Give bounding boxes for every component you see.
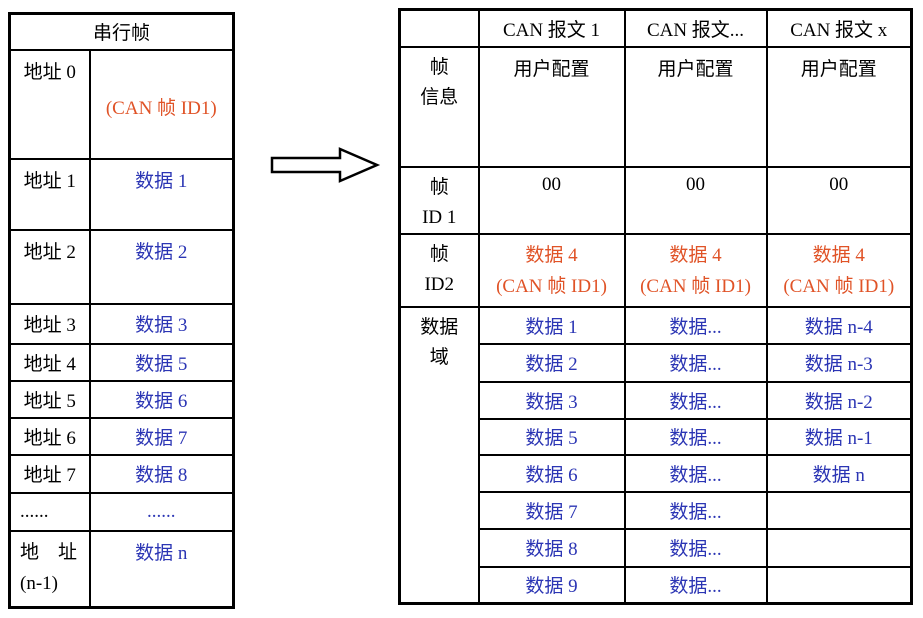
data-cell: 数据...: [623, 305, 768, 345]
frame-id2-line1: 帧: [429, 243, 449, 265]
frame-id1-value: 00: [765, 165, 913, 235]
data-cell: 数据 1: [88, 157, 235, 231]
data-cell: 数据 8: [477, 527, 626, 568]
address-cell: 地址 6: [8, 416, 91, 456]
data-cell: 数据 7: [88, 416, 235, 456]
data-cell: 数据...: [623, 453, 768, 493]
address-cell: 地址 0: [8, 48, 91, 160]
can-message-table: CAN 报文 1 CAN 报文... CAN 报文 x 帧 信息 用户配置 用户…: [398, 8, 913, 605]
ellipsis-cell: ......: [8, 491, 91, 532]
data-field-line2: 域: [429, 346, 449, 368]
data-cell: 数据...: [623, 417, 768, 456]
data-cell: 数据 n-3: [765, 342, 913, 383]
ellipsis-cell: ......: [88, 491, 235, 532]
data-cell: 数据...: [623, 490, 768, 530]
data-cell: 数据 8: [88, 453, 235, 494]
column-header: CAN 报文 1: [477, 8, 626, 48]
data-cell: 数据 n-4: [765, 305, 913, 345]
data-cell: 数据 6: [88, 379, 235, 419]
right-block-arrow-icon: [270, 147, 381, 183]
data-cell: 数据 n: [88, 529, 235, 609]
address-cell: 地址 7: [8, 453, 91, 494]
data-cell: 数据 5: [477, 417, 626, 456]
frame-id1-value: 00: [623, 165, 768, 235]
data-cell: 数据 7: [477, 490, 626, 530]
frame-info-line1: 帧: [429, 56, 449, 78]
data-cell: 数据 6: [477, 453, 626, 493]
frame-info-header: 帧 信息: [398, 45, 480, 168]
user-config-cell: 用户配置: [623, 45, 768, 168]
address-cell: 地址 2: [8, 228, 91, 305]
data-cell: 数据...: [623, 527, 768, 568]
frame-id2-value: 数据 4 (CAN 帧 ID1): [477, 232, 626, 308]
data-cell: 数据 3: [477, 380, 626, 420]
address-cell: 地址 3: [8, 302, 91, 345]
frame-id1-line1: 帧: [429, 176, 449, 198]
data-cell: 数据...: [623, 342, 768, 383]
data-cell: 数据 2: [88, 228, 235, 305]
user-config-cell: 用户配置: [477, 45, 626, 168]
serial-frame-title: 串行帧: [8, 12, 235, 51]
data-cell: 数据 9: [477, 565, 626, 605]
data-cell: [765, 490, 913, 530]
corner-cell: [398, 8, 480, 48]
address-cell: 地址 1: [8, 157, 91, 231]
data-cell: 数据 5: [88, 342, 235, 382]
address-cell: 地 址 (n-1): [8, 529, 91, 609]
address-cell: 地址 4: [8, 342, 91, 382]
column-header: CAN 报文 x: [765, 8, 913, 48]
can-frame-id-cell: (CAN 帧 ID1): [88, 48, 235, 160]
frame-id2-header: 帧 ID2: [398, 232, 480, 308]
user-config-cell: 用户配置: [765, 45, 913, 168]
frame-id1-value: 00: [477, 165, 626, 235]
frame-id2-value: 数据 4 (CAN 帧 ID1): [623, 232, 768, 308]
data-cell: 数据 n-2: [765, 380, 913, 420]
data-cell: 数据 n-1: [765, 417, 913, 456]
data-cell: 数据 n: [765, 453, 913, 493]
data-cell: [765, 565, 913, 605]
address-line1: 地 址: [20, 541, 78, 563]
frame-id1-line2: ID 1: [422, 206, 457, 228]
data-cell: 数据 2: [477, 342, 626, 383]
address-cell: 地址 5: [8, 379, 91, 419]
serial-frame-table: 串行帧 地址 0 (CAN 帧 ID1) 地址 1 数据 1 地址 2 数据 2…: [8, 12, 236, 609]
data-cell: 数据 1: [477, 305, 626, 345]
frame-info-line2: 信息: [420, 86, 459, 108]
data-cell: 数据...: [623, 565, 768, 605]
data-cell: [765, 527, 913, 568]
data-cell: 数据...: [623, 380, 768, 420]
frame-id2-value: 数据 4 (CAN 帧 ID1): [765, 232, 913, 308]
frame-id1-header: 帧 ID 1: [398, 165, 480, 235]
data-field-header: 数据 域: [398, 305, 480, 605]
data-cell: 数据 3: [88, 302, 235, 345]
frame-id2-line2: ID2: [424, 273, 455, 295]
data-field-line1: 数据: [420, 316, 459, 338]
column-header: CAN 报文...: [623, 8, 768, 48]
mapping-arrow: [262, 145, 382, 185]
address-line2: (n-1): [20, 572, 58, 594]
